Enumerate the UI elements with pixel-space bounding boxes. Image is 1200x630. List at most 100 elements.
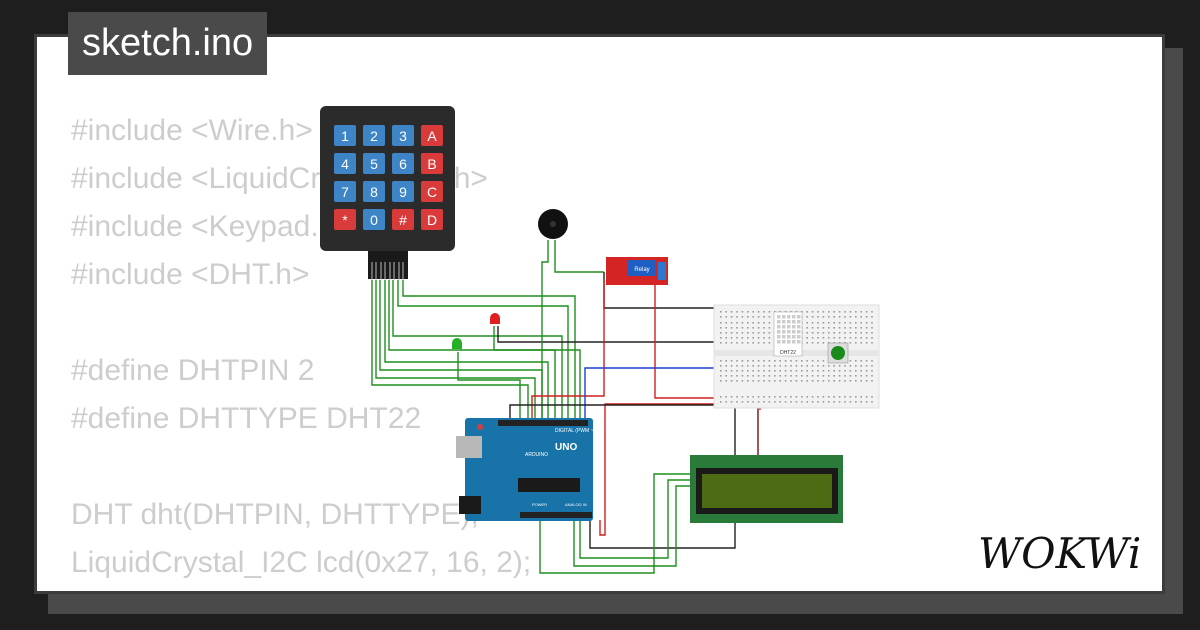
reset-button[interactable] [477,424,483,430]
keypad-key[interactable] [392,209,414,230]
breadboard-hole [774,396,776,398]
breadboard-hole [747,311,749,313]
breadboard-hole [757,342,760,344]
breadboard-hole [763,375,765,377]
breadboard-hole [730,360,733,362]
file-tab[interactable]: sketch.ino [68,12,268,75]
breadboard-hole [822,332,825,334]
breadboard-hole [747,380,749,382]
breadboard-hole [855,396,857,398]
breadboard-hole [736,316,738,318]
keypad-key[interactable] [392,153,414,174]
breadboard-hole [779,370,781,372]
keypad-key[interactable] [363,153,385,174]
keypad-key[interactable] [421,209,443,230]
keypad-key[interactable] [392,181,414,202]
breadboard-hole [779,365,781,367]
breadboard-hole [811,316,814,318]
breadboard-hole [865,401,868,403]
relay-terminal [658,262,666,280]
breadboard-hole [763,360,765,362]
breadboard-hole [730,380,733,382]
dht22-grille-cell [792,340,796,344]
breadboard-hole [844,311,846,313]
keypad-key[interactable] [421,181,443,202]
breadboard-hole [752,342,754,344]
breadboard-hole [806,332,808,334]
breadboard-hole [811,380,814,382]
dht22-grille-cell [797,335,801,339]
breadboard-hole [741,342,744,344]
breadboard-hole [768,360,771,362]
keypad-key-label: D [427,212,437,228]
push-button[interactable] [831,346,845,360]
wire-keypad-1 [371,280,529,420]
breadboard-hole [741,311,744,313]
breadboard-hole [720,365,722,367]
breadboard-hole [741,322,744,324]
breadboard-hole [811,327,814,329]
keypad-key[interactable] [334,125,356,146]
breadboard-hole [741,316,744,318]
keypad-key[interactable] [334,209,356,230]
keypad-key[interactable] [421,153,443,174]
keypad-key[interactable] [363,181,385,202]
keypad-key-label: 6 [399,156,407,172]
breadboard-hole [779,396,781,398]
wire-led-red [493,326,581,420]
keypad-key[interactable] [392,125,414,146]
keypad-key[interactable] [363,209,385,230]
dht22-grille-cell [792,320,796,324]
dht22-grille [777,315,801,344]
breadboard-hole [757,316,760,318]
breadboard-hole [741,327,744,329]
lcd-display [690,455,843,523]
breadboard-hole [790,360,792,362]
breadboard-hole [774,365,776,367]
breadboard-hole [736,360,738,362]
breadboard-hole [730,396,733,398]
breadboard-hole [725,311,727,313]
breadboard-hole [768,342,771,344]
breadboard-hole [752,401,754,403]
breadboard-hole [860,370,862,372]
breadboard-hole [838,365,841,367]
breadboard-hole [725,370,727,372]
keypad-key-label: 3 [399,128,407,144]
breadboard-hole [784,380,787,382]
breadboard-hole [855,327,857,329]
breadboard-hole [747,396,749,398]
dht22-grille-cell [797,320,801,324]
breadboard-hole [752,337,754,339]
breadboard-hole [720,332,722,334]
breadboard-hole [860,332,862,334]
breadboard-hole [817,332,819,334]
keypad-key[interactable] [334,153,356,174]
keypad-key[interactable] [421,125,443,146]
power-analog-header [520,512,592,518]
keypad-key[interactable] [334,181,356,202]
breadboard-hole [730,370,733,372]
wire-keypad-8 [402,280,576,420]
atmega-chip [518,478,580,492]
buzzer-hole [550,221,556,227]
breadboard-hole [741,337,744,339]
breadboard-hole [871,322,873,324]
breadboard-hole [849,370,852,372]
dht22-grille-cell [787,340,791,344]
breadboard-hole [720,360,722,362]
breadboard-hole [752,380,754,382]
breadboard-hole [860,380,862,382]
breadboard-hole [817,342,819,344]
keypad-key[interactable] [363,125,385,146]
dht22-grille-cell [777,330,781,334]
wire-buzzer-relay [554,240,604,273]
breadboard-hole [860,360,862,362]
breadboard-hole [790,380,792,382]
breadboard-hole [730,327,733,329]
breadboard-hole [811,396,814,398]
breadboard-hole [741,375,744,377]
dht22-grille-cell [782,325,786,329]
breadboard-hole [871,337,873,339]
relay-module: Relay [606,257,668,285]
